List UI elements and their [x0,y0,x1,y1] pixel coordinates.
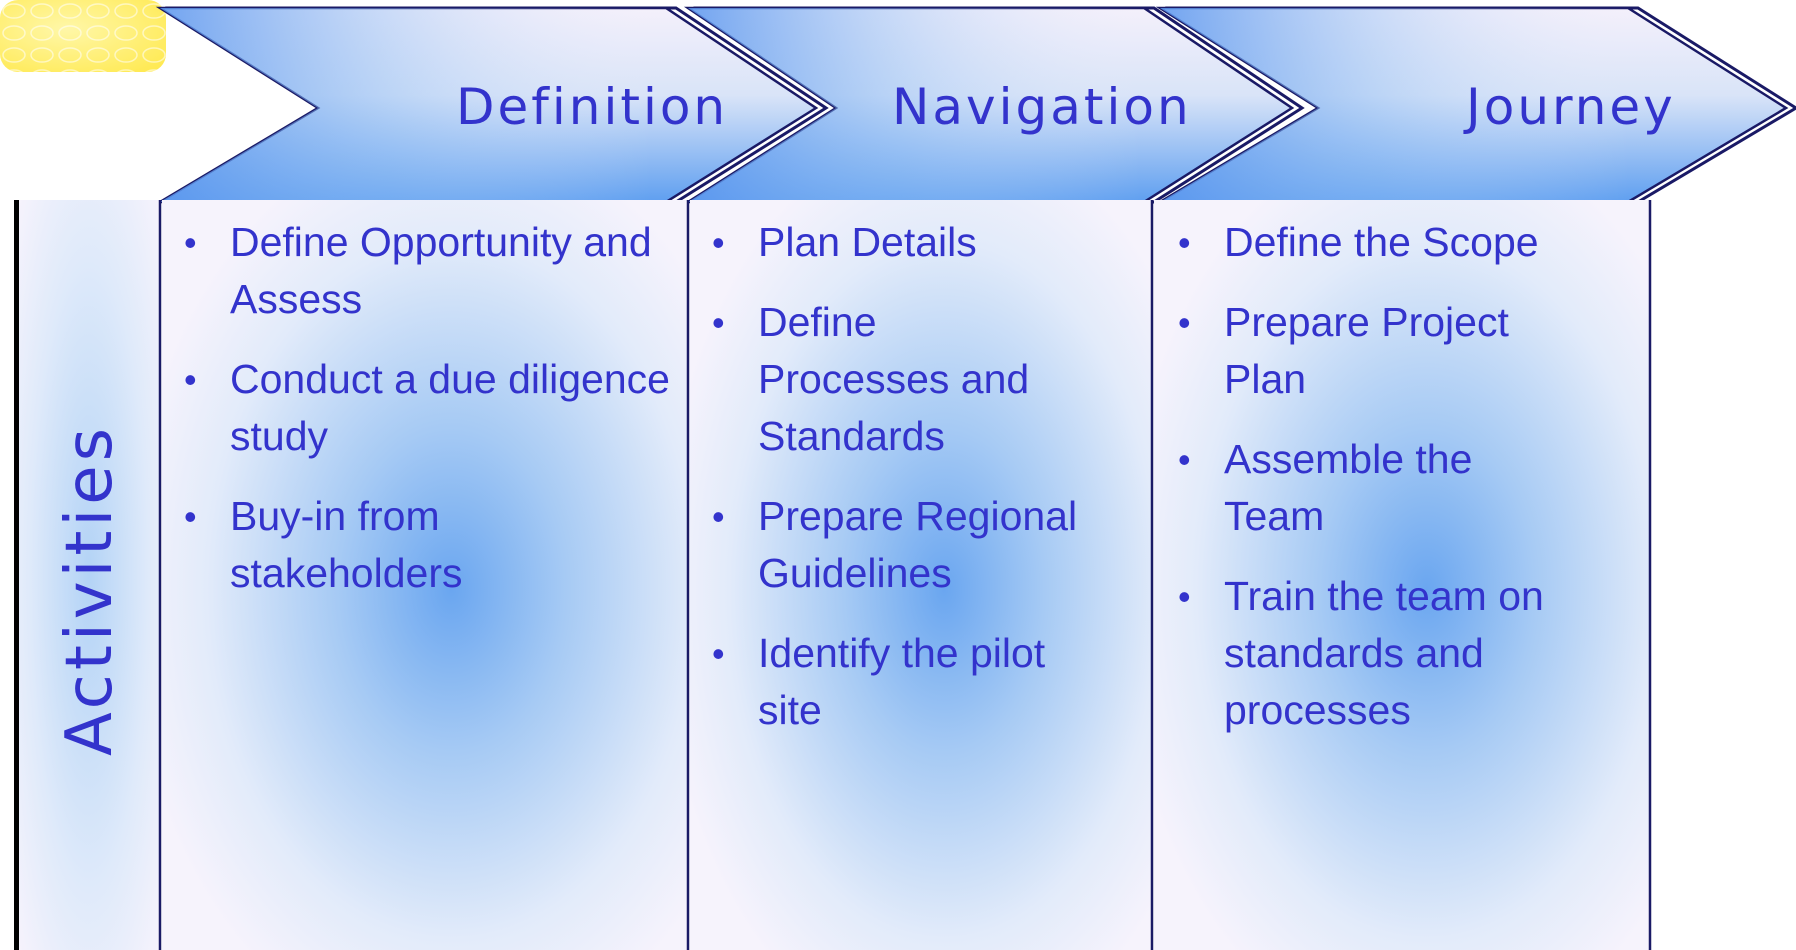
bullet-icon: • [1178,439,1191,480]
phase-title-journey: Journey [1466,78,1676,136]
bullet-icon: • [184,359,197,400]
bullet-icon: • [1178,302,1191,343]
bullet-icon: • [1178,576,1191,617]
corner-accent [0,0,166,72]
panel-journey [1154,200,1650,950]
chevron-journey [1155,6,1796,204]
list-item: •Prepare Regional Guidelines [704,488,1144,602]
list-item: •Plan Details [704,214,1144,271]
panel-definition [162,200,688,950]
navigation-activities-list: •Plan Details •Define Processes and Stan… [704,214,1144,762]
activities-panel [18,200,160,950]
chevron-definition [155,6,829,204]
definition-activities-list: •Define Opportunity and Assess •Conduct … [176,214,676,625]
left-rule [14,200,19,950]
phase-title-definition: Definition [456,78,729,136]
list-item: •Prepare Project Plan [1170,294,1640,408]
bullet-icon: • [712,222,725,263]
bullet-icon: • [1178,222,1191,263]
chevron-navigation [683,6,1305,204]
panel-navigation [690,200,1152,950]
list-item: •Buy-in from stakeholders [176,488,676,602]
bullet-icon: • [712,496,725,537]
list-item: •Conduct a due diligence study [176,351,676,465]
panel-borders [158,200,1652,950]
list-item: •Define the Scope [1170,214,1640,271]
phase-title-navigation: Navigation [892,78,1192,136]
bullet-icon: • [712,302,725,343]
row-label-activities: Activities [53,424,127,756]
list-item: •Assemble the Team [1170,431,1640,545]
bullet-icon: • [184,222,197,263]
journey-activities-list: •Define the Scope •Prepare Project Plan … [1170,214,1640,762]
list-item: •Define Processes and Standards [704,294,1144,465]
bullet-icon: • [712,633,725,674]
list-item: •Train the team on standards and process… [1170,568,1640,739]
list-item: •Identify the pilot site [704,625,1144,739]
list-item: •Define Opportunity and Assess [176,214,676,328]
bullet-icon: • [184,496,197,537]
